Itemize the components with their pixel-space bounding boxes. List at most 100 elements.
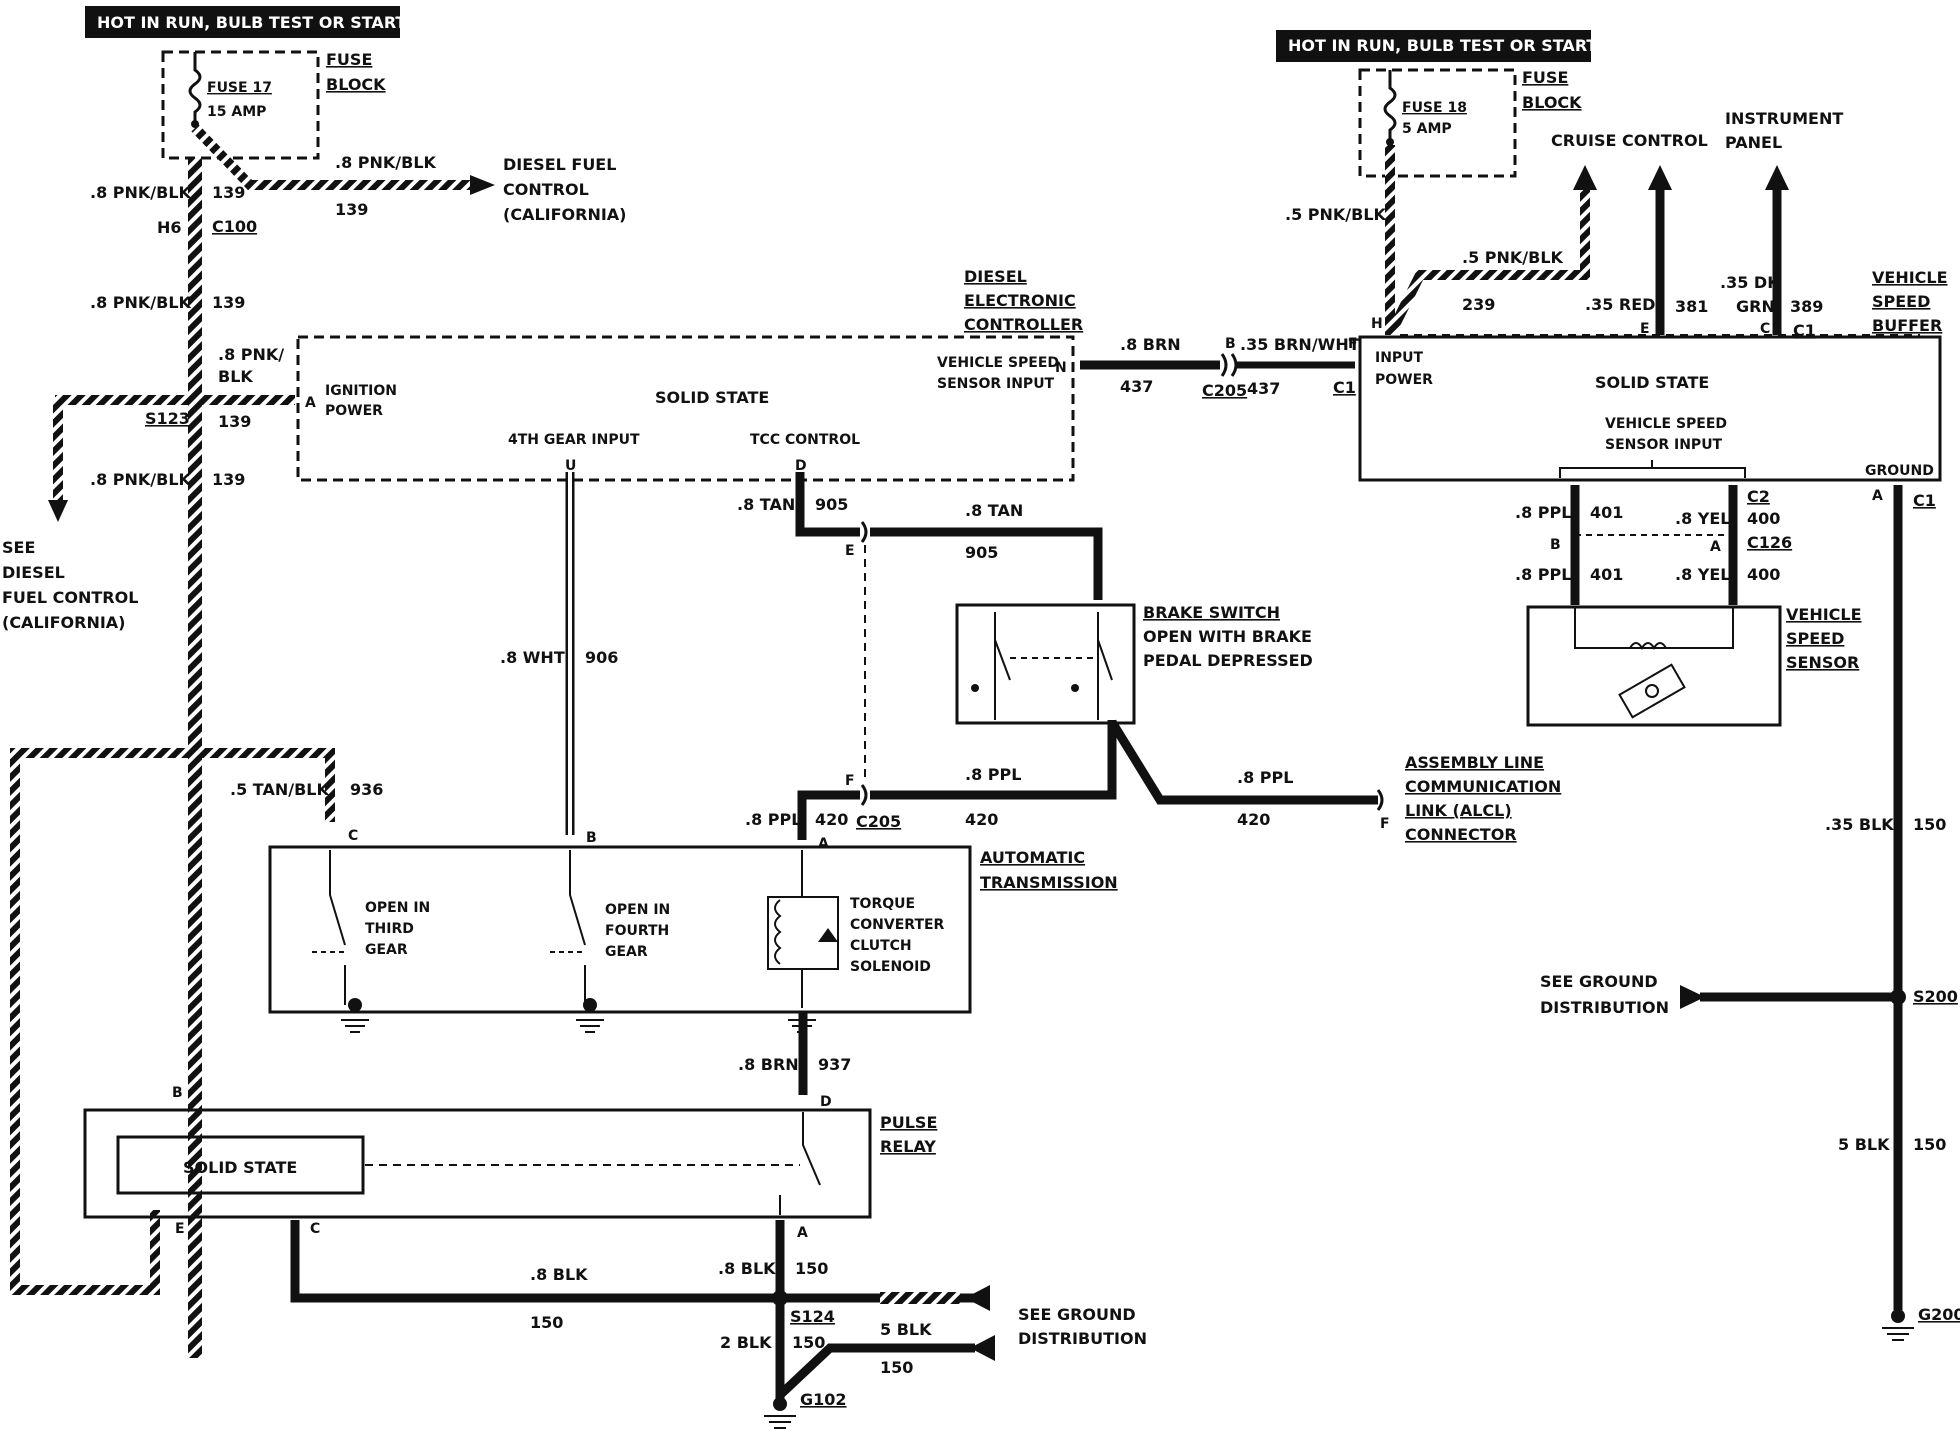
svg-text:SOLID STATE: SOLID STATE xyxy=(183,1158,297,1177)
svg-text:S123: S123 xyxy=(145,409,190,428)
svg-text:OPEN WITH BRAKE: OPEN WITH BRAKE xyxy=(1143,627,1312,646)
svg-text:SPEED: SPEED xyxy=(1786,629,1844,648)
svg-text:(CALIFORNIA): (CALIFORNIA) xyxy=(503,205,626,224)
svg-text:GRN: GRN xyxy=(1736,297,1775,316)
svg-text:C2: C2 xyxy=(1747,487,1770,506)
svg-text:(CALIFORNIA): (CALIFORNIA) xyxy=(2,613,125,632)
svg-text:.35 BLK: .35 BLK xyxy=(1825,815,1894,834)
svg-text:CONNECTOR: CONNECTOR xyxy=(1405,825,1517,844)
svg-text:139: 139 xyxy=(218,412,251,431)
svg-text:139: 139 xyxy=(335,200,368,219)
svg-text:B: B xyxy=(1550,537,1561,553)
svg-text:N: N xyxy=(1055,360,1067,376)
svg-text:OPEN IN: OPEN IN xyxy=(605,902,670,918)
svg-text:C: C xyxy=(348,828,358,844)
wire-437 xyxy=(1080,353,1355,377)
svg-text:G200: G200 xyxy=(1918,1305,1960,1324)
svg-text:PANEL: PANEL xyxy=(1725,133,1782,152)
svg-text:.8 YEL: .8 YEL xyxy=(1675,565,1731,584)
svg-text:SEE: SEE xyxy=(2,538,35,557)
svg-text:139: 139 xyxy=(212,470,245,489)
svg-text:150: 150 xyxy=(1913,1135,1946,1154)
svg-text:GEAR: GEAR xyxy=(365,942,408,958)
svg-text:B: B xyxy=(586,830,597,846)
svg-text:.8 TAN: .8 TAN xyxy=(965,501,1023,520)
svg-text:A: A xyxy=(305,395,316,411)
svg-text:905: 905 xyxy=(815,495,848,514)
svg-text:D: D xyxy=(795,458,807,474)
svg-text:SPEED: SPEED xyxy=(1872,292,1930,311)
svg-text:VEHICLE: VEHICLE xyxy=(1786,605,1862,624)
svg-text:SEE GROUND: SEE GROUND xyxy=(1018,1305,1136,1324)
svg-text:E: E xyxy=(1640,321,1650,337)
svg-text:4TH GEAR INPUT: 4TH GEAR INPUT xyxy=(508,432,640,448)
svg-text:.8 PPL: .8 PPL xyxy=(1515,503,1571,522)
automatic-transmission: AUTOMATIC TRANSMISSION OPEN IN THIRD GEA… xyxy=(268,845,1118,1014)
svg-text:FUSE: FUSE xyxy=(326,50,372,69)
svg-text:.8 BRN: .8 BRN xyxy=(738,1055,799,1074)
svg-text:.8 PNK/BLK: .8 PNK/BLK xyxy=(90,183,192,202)
svg-text:H6: H6 xyxy=(157,218,182,237)
fuse-block-17: FUSE 17 15 AMP FUSE BLOCK xyxy=(161,50,386,160)
pulse-relay: SOLID STATE PULSE RELAY B E C A D xyxy=(83,1085,937,1241)
svg-text:5 BLK: 5 BLK xyxy=(1838,1135,1890,1154)
svg-text:SOLENOID: SOLENOID xyxy=(850,959,931,975)
svg-text:G102: G102 xyxy=(800,1390,847,1409)
svg-text:.8 PPL: .8 PPL xyxy=(965,765,1021,784)
svg-text:E: E xyxy=(175,1221,185,1237)
svg-text:C126: C126 xyxy=(1747,533,1792,552)
svg-text:POWER: POWER xyxy=(1375,372,1433,388)
svg-text:U: U xyxy=(565,458,576,474)
svg-text:CONTROL: CONTROL xyxy=(503,180,589,199)
svg-text:401: 401 xyxy=(1590,565,1623,584)
svg-text:CONTROLLER: CONTROLLER xyxy=(964,315,1083,334)
svg-text:COMMUNICATION: COMMUNICATION xyxy=(1405,777,1561,796)
svg-text:GROUND: GROUND xyxy=(1865,463,1934,479)
svg-text:150: 150 xyxy=(530,1313,563,1332)
svg-text:SOLID STATE: SOLID STATE xyxy=(655,388,769,407)
svg-text:VEHICLE SPEED: VEHICLE SPEED xyxy=(1605,416,1727,432)
svg-text:389: 389 xyxy=(1790,297,1823,316)
svg-text:239: 239 xyxy=(1462,295,1495,314)
svg-text:.8 PNK/: .8 PNK/ xyxy=(218,345,284,364)
svg-text:C1: C1 xyxy=(1913,491,1936,510)
svg-text:IGNITION: IGNITION xyxy=(325,383,397,399)
svg-text:OPEN IN: OPEN IN xyxy=(365,900,430,916)
brake-switch: BRAKE SWITCH OPEN WITH BRAKE PEDAL DEPRE… xyxy=(955,603,1313,725)
svg-text:.8 PPL: .8 PPL xyxy=(1237,768,1293,787)
svg-text:PEDAL DEPRESSED: PEDAL DEPRESSED xyxy=(1143,651,1313,670)
svg-text:ASSEMBLY LINE: ASSEMBLY LINE xyxy=(1405,753,1544,772)
svg-text:PULSE: PULSE xyxy=(880,1113,937,1132)
vehicle-speed-buffer: VEHICLE SPEED BUFFER INPUT POWER SOLID S… xyxy=(1358,268,1948,482)
svg-text:906: 906 xyxy=(585,648,618,667)
wire-420 xyxy=(797,719,1384,840)
svg-text:BLOCK: BLOCK xyxy=(326,75,386,94)
svg-text:DIESEL FUEL: DIESEL FUEL xyxy=(503,155,616,174)
svg-text:420: 420 xyxy=(815,810,848,829)
wire-150-right xyxy=(1680,485,1914,1341)
svg-text:BLOCK: BLOCK xyxy=(1522,93,1582,112)
svg-text:C100: C100 xyxy=(212,217,257,236)
svg-text:420: 420 xyxy=(1237,810,1270,829)
svg-text:.8 PPL: .8 PPL xyxy=(745,810,801,829)
svg-text:SENSOR INPUT: SENSOR INPUT xyxy=(937,376,1055,392)
svg-text:TRANSMISSION: TRANSMISSION xyxy=(980,873,1118,892)
svg-text:A: A xyxy=(797,1225,808,1241)
svg-text:B: B xyxy=(172,1085,183,1101)
svg-text:.8 BRN: .8 BRN xyxy=(1120,335,1181,354)
svg-text:.35 BRN/WHT: .35 BRN/WHT xyxy=(1240,335,1360,354)
wire-936 xyxy=(10,748,335,1295)
svg-text:905: 905 xyxy=(965,543,998,562)
svg-text:DIESEL: DIESEL xyxy=(964,267,1027,286)
wire-labels: .8 PNK/BLK 139 DIESEL FUEL CONTROL (CALI… xyxy=(2,109,1960,1409)
svg-text:C205: C205 xyxy=(856,812,901,831)
svg-text:C: C xyxy=(310,1221,320,1237)
svg-text:DISTRIBUTION: DISTRIBUTION xyxy=(1018,1329,1147,1348)
svg-text:SENSOR: SENSOR xyxy=(1786,653,1859,672)
svg-text:C1: C1 xyxy=(1333,378,1356,397)
svg-text:SOLID STATE: SOLID STATE xyxy=(1595,373,1709,392)
svg-text:FUEL CONTROL: FUEL CONTROL xyxy=(2,588,138,607)
svg-text:.5 PNK/BLK: .5 PNK/BLK xyxy=(1462,248,1564,267)
svg-text:VEHICLE: VEHICLE xyxy=(1872,268,1948,287)
